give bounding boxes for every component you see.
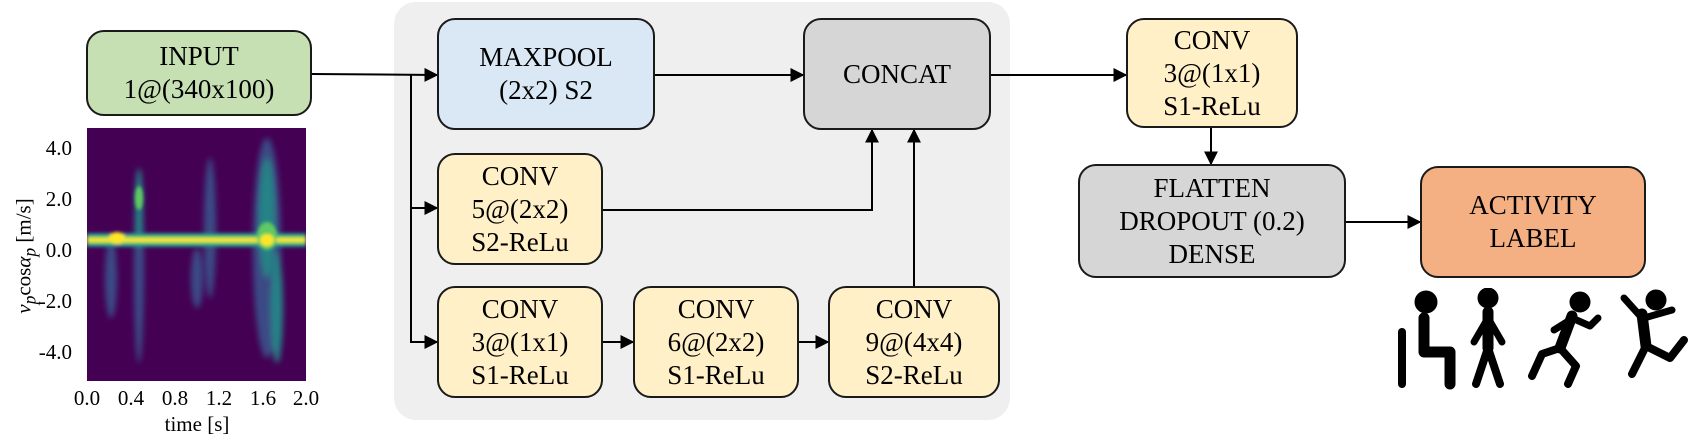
node-input-line-1: INPUT [159,41,239,71]
node-flatten-line-3: DENSE [1168,238,1256,269]
spectrogram-x-axis-label: time [s] [164,412,230,436]
ylabel-v: v [11,304,36,314]
node-input: INPUT 1@(340x100) [86,30,312,116]
node-label-line-2: LABEL [1489,223,1577,253]
ytick-3: 0.0 [45,238,72,262]
node-conv-a-line-2: 5@(2x2) [471,193,569,224]
node-activity-label: ACTIVITY LABEL [1420,166,1646,278]
node-conv-b-line-3: S1-ReLu [471,359,569,390]
edge-input-conv-b [410,208,439,349]
node-conv-a-line-3: S2-ReLu [471,226,569,257]
ylabel-sub1: p [19,295,40,305]
node-maxpool: MAXPOOL (2x2) S2 [437,18,655,130]
xtick-4: 1.2 [205,386,233,410]
ylabel-alpha: α [11,256,36,268]
xtick-5: 1.6 [249,386,277,410]
sitting-person-icon [1398,290,1456,390]
node-concat: CONCAT [803,18,991,130]
node-conv-b-line-1: CONV [481,293,559,324]
node-conv-d-line-3: S2-ReLu [865,359,963,390]
node-conv-e-line-1: CONV [1173,24,1251,55]
ytick-4: -2.0 [38,289,72,313]
node-conv-c-line-2: 6@(2x2) [667,326,765,357]
walking-person-icon [1470,288,1506,388]
edge-input-conv-a [410,75,439,215]
node-conv-b: CONV 3@(1x1) S1-ReLu [437,286,603,398]
node-conv-d: CONV 9@(4x4) S2-ReLu [828,286,1000,398]
xtick-2: 0.4 [117,386,145,410]
node-label-line-1: ACTIVITY [1469,190,1597,220]
node-conv-e: CONV 3@(1x1) S1-ReLu [1126,18,1298,128]
node-conv-a-line-1: CONV [481,160,559,191]
spectrogram-y-axis-label: vpcosαp [m/s] [11,198,40,313]
jumping-person-icon [1620,289,1688,378]
node-conv-c-line-1: CONV [677,293,755,324]
node-conv-d-line-1: CONV [875,293,953,324]
node-flatten-line-1: FLATTEN [1153,172,1271,203]
edge-conv-a-concat [603,128,879,211]
activity-icons [1398,288,1688,390]
node-maxpool-line-1: MAXPOOL [479,42,613,72]
node-conv-c: CONV 6@(2x2) S1-ReLu [633,286,799,398]
node-conv-a: CONV 5@(2x2) S2-ReLu [437,153,603,265]
node-maxpool-line-2: (2x2) S2 [499,75,593,105]
node-conv-d-line-2: 9@(4x4) [865,326,963,357]
edge-input-maxpool [311,67,439,82]
node-conv-b-line-2: 3@(1x1) [471,326,569,357]
xtick-6: 2.0 [292,386,320,410]
running-person-icon [1528,291,1602,388]
xtick-1: 0.0 [73,386,101,410]
ylabel-unit: [m/s] [11,198,36,248]
node-flatten: FLATTEN DROPOUT (0.2) DENSE [1078,164,1346,278]
node-conv-e-line-3: S1-ReLu [1163,90,1261,121]
node-flatten-line-2: DROPOUT (0.2) [1119,205,1305,236]
node-conv-c-line-3: S1-ReLu [667,359,765,390]
node-input-line-2: 1@(340x100) [123,74,275,104]
ylabel-cos: cos [11,267,36,296]
xtick-3: 0.8 [161,386,189,410]
spectrogram-heatmap [87,128,306,381]
node-concat-line-1: CONCAT [842,58,951,89]
node-conv-e-line-2: 3@(1x1) [1163,57,1261,88]
ylabel-sub2: p [19,247,40,257]
ytick-5: -4.0 [38,340,72,364]
ytick-1: 4.0 [45,136,72,160]
ytick-2: 2.0 [45,187,72,211]
